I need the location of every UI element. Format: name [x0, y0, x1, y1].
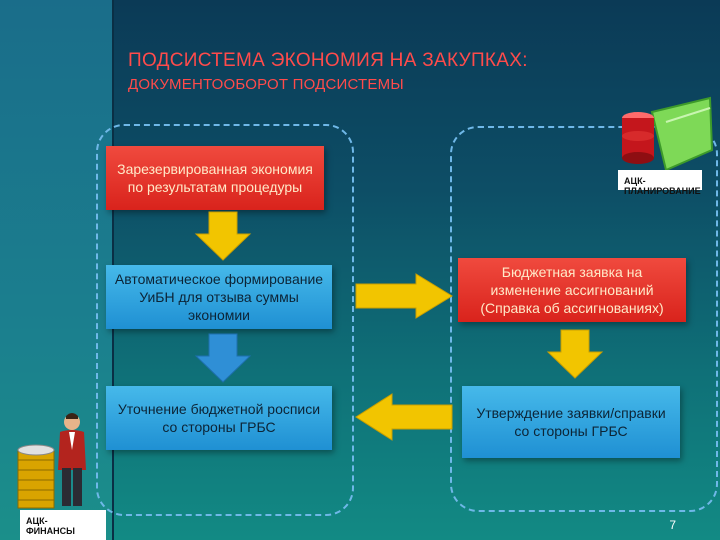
box-auto-formation: Автоматическое формирование УиБН для отз… — [106, 265, 332, 329]
box-reserved-savings: Зарезервированная экономия по результата… — [106, 146, 324, 210]
page-number: 7 — [669, 518, 676, 532]
coin-stack-icon — [17, 444, 55, 509]
database-icon — [618, 96, 714, 190]
arrow-down-yellow-right — [546, 329, 604, 379]
businessman-icon — [58, 413, 86, 506]
arrow-right-yellow — [355, 273, 453, 319]
logo-planning-line1: АЦК- — [624, 176, 646, 186]
right-dashed-panel — [450, 126, 718, 512]
slide-subtitle: ДОКУМЕНТООБОРОТ ПОДСИСТЕМЫ — [128, 76, 404, 93]
logo-planning: АЦК- ПЛАНИРОВАНИЕ — [624, 176, 701, 196]
box-budget-request: Бюджетная заявка на изменение ассигнован… — [458, 258, 686, 322]
logo-finance: АЦК- ФИНАНСЫ — [26, 516, 75, 536]
box-refine-schedule: Уточнение бюджетной росписи со стороны Г… — [106, 386, 332, 450]
box-approval: Утверждение заявки/справки со стороны ГР… — [462, 386, 680, 458]
logo-planning-line2: ПЛАНИРОВАНИЕ — [624, 186, 701, 196]
arrow-left-yellow — [355, 393, 453, 441]
arrow-down-yellow-left — [194, 211, 252, 261]
arrow-down-blue-left — [194, 333, 252, 383]
slide-title: ПОДСИСТЕМА ЭКОНОМИЯ НА ЗАКУПКАХ: — [128, 50, 528, 71]
logo-finance-line2: ФИНАНСЫ — [26, 526, 75, 536]
logo-finance-bg — [20, 510, 106, 540]
logo-finance-line1: АЦК- — [26, 516, 48, 526]
left-dashed-panel — [96, 124, 354, 516]
